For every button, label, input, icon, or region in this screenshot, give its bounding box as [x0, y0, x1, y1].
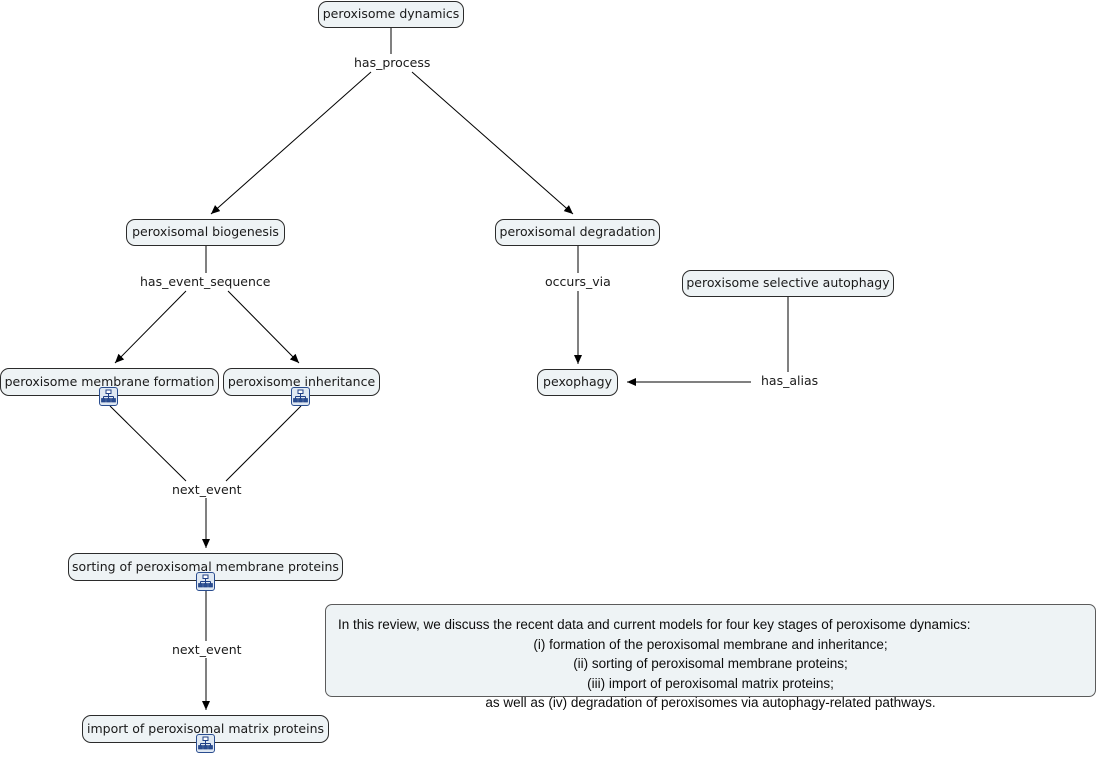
- node-peroxisomal-biogenesis[interactable]: peroxisomal biogenesis: [126, 219, 285, 246]
- node-label: peroxisome membrane formation: [4, 373, 215, 389]
- node-label: sorting of peroxisomal membrane proteins: [72, 558, 339, 574]
- edge-haseventsequence-to-membraneformation: [114, 290, 187, 364]
- node-pexophagy[interactable]: pexophagy: [537, 369, 618, 396]
- summary-note: In this review, we discuss the recent da…: [325, 604, 1096, 710]
- edge-inheritance-to-nextevent: [225, 405, 302, 482]
- node-peroxisomal-degradation[interactable]: peroxisomal degradation: [495, 219, 660, 246]
- node-label: peroxisome selective autophagy: [686, 275, 890, 291]
- note-line: (iii) import of peroxisomal matrix prote…: [587, 675, 834, 691]
- edge-label-next-event-2: next_event: [172, 642, 242, 657]
- node-label: pexophagy: [543, 374, 612, 390]
- note-line: (ii) sorting of peroxisomal membrane pro…: [573, 656, 848, 672]
- node-label: import of peroxisomal matrix proteins: [87, 720, 324, 736]
- hierarchy-tree-icon[interactable]: [291, 387, 310, 406]
- note-line: as well as (iv) degradation of peroxisom…: [485, 695, 936, 711]
- note-line: (i) formation of the peroxisomal membran…: [533, 636, 888, 652]
- node-peroxisome-selective-autophagy[interactable]: peroxisome selective autophagy: [682, 270, 894, 297]
- edge-label-has-alias: has_alias: [761, 373, 819, 388]
- hierarchy-tree-icon[interactable]: [196, 572, 215, 591]
- node-label: peroxisomal degradation: [499, 224, 656, 240]
- hierarchy-tree-icon[interactable]: [196, 734, 215, 753]
- edge-hasprocess-to-biogenesis: [210, 71, 372, 215]
- node-label: peroxisomal biogenesis: [132, 224, 279, 240]
- edge-membraneformation-to-nextevent: [109, 405, 187, 482]
- edge-label-has-event-sequence: has_event_sequence: [140, 274, 271, 289]
- edge-label-occurs-via: occurs_via: [545, 274, 611, 289]
- edge-hasprocess-to-degradation: [411, 71, 574, 215]
- hierarchy-tree-icon[interactable]: [99, 387, 118, 406]
- edge-label-next-event-1: next_event: [172, 482, 242, 497]
- edge-haseventsequence-to-inheritance: [227, 290, 300, 364]
- node-label: peroxisome dynamics: [322, 6, 460, 22]
- note-line: In this review, we discuss the recent da…: [338, 617, 971, 632]
- node-peroxisome-dynamics[interactable]: peroxisome dynamics: [318, 1, 464, 28]
- node-label: peroxisome inheritance: [227, 373, 376, 389]
- edge-label-has-process: has_process: [354, 55, 431, 70]
